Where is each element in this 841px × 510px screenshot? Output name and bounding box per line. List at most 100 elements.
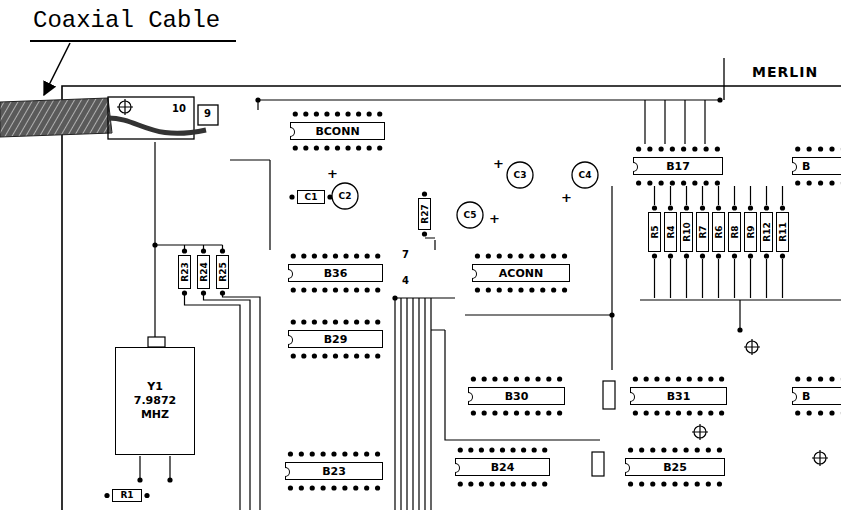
solder-pad	[365, 253, 370, 258]
solder-pad	[636, 180, 641, 185]
resistor-symbol: R1	[112, 489, 142, 502]
copper-trace	[670, 259, 671, 298]
resistor-symbol: R4	[664, 212, 677, 252]
solder-pad	[540, 287, 545, 292]
solder-pad	[780, 205, 785, 210]
solder-pad	[633, 410, 638, 415]
solder-pad	[546, 376, 551, 381]
solder-pad	[700, 253, 705, 258]
solder-pad	[458, 447, 463, 452]
capacitor-symbol: C3	[506, 161, 534, 189]
solder-pad	[535, 410, 540, 415]
solder-pad	[312, 319, 317, 324]
solder-pad	[829, 376, 834, 381]
solder-pad	[333, 287, 338, 292]
part-label: B30	[505, 391, 529, 402]
solder-pad	[345, 145, 350, 150]
solder-pad	[551, 287, 556, 292]
part-label: C3	[514, 171, 527, 180]
copper-trace	[782, 186, 783, 205]
solder-pad	[322, 353, 327, 358]
pin1-notch	[792, 162, 797, 172]
ic-chip: B29	[288, 330, 383, 348]
solder-pad	[829, 410, 834, 415]
solder-pad	[486, 287, 491, 292]
part-label: R12	[762, 222, 771, 241]
capacitor-symbol: C1	[297, 190, 325, 204]
cable-core	[108, 118, 206, 133]
solder-pad	[343, 287, 348, 292]
solder-pad	[365, 287, 370, 292]
crystal-label: Y1 7.9872 MHZ	[125, 380, 185, 421]
resistor-symbol: R27	[418, 198, 431, 230]
callout-label: Coaxial Cable	[33, 9, 220, 33]
solder-pad	[732, 253, 737, 258]
part-label: C1	[305, 193, 318, 202]
solder-pad	[503, 410, 508, 415]
polarity-mark: +	[327, 167, 338, 180]
solder-pad	[518, 253, 523, 258]
part-label: B23	[322, 466, 346, 477]
solder-pad	[807, 410, 812, 415]
solder-pad	[497, 253, 502, 258]
capacitor-symbol: C4	[571, 161, 599, 189]
copper-trace	[766, 186, 767, 205]
part-label: R1	[120, 491, 133, 500]
solder-pad	[670, 180, 675, 185]
solder-pad	[422, 191, 427, 196]
part-label: R8	[730, 225, 739, 238]
board-outline	[62, 86, 841, 510]
solder-pad	[716, 253, 721, 258]
coaxial-cable	[0, 98, 112, 137]
solder-pad	[312, 287, 317, 292]
solder-pad	[475, 253, 480, 258]
solder-pad	[795, 146, 800, 151]
copper-trace	[654, 259, 655, 298]
solder-pad	[668, 205, 673, 210]
solder-pad	[732, 205, 737, 210]
resistor-symbol: R5	[648, 212, 661, 252]
resistor-symbol: R9	[744, 212, 757, 252]
solder-pad	[687, 376, 692, 381]
solder-pad	[681, 146, 686, 151]
solder-pad	[829, 146, 834, 151]
ic-chip: B	[792, 387, 841, 405]
small-component	[592, 452, 604, 476]
solder-pad	[795, 410, 800, 415]
solder-pad	[676, 410, 681, 415]
solder-pad	[301, 287, 306, 292]
solder-pad	[692, 146, 697, 151]
solder-pad	[312, 253, 317, 258]
solder-pad	[201, 248, 206, 253]
solder-pad	[562, 253, 567, 258]
solder-pad	[807, 146, 812, 151]
ic-chip: B31	[630, 387, 727, 405]
ic-chip: B36	[288, 264, 383, 282]
part-label: R9	[746, 225, 755, 238]
mounting-hole	[117, 99, 828, 466]
solder-pad	[551, 253, 556, 258]
solder-pad	[220, 290, 225, 295]
pin1-notch	[792, 392, 797, 402]
solder-pad	[331, 485, 336, 490]
pin-number: 9	[204, 109, 211, 119]
solder-pad	[557, 376, 562, 381]
part-label: BCONN	[315, 126, 359, 137]
capacitor-outline	[507, 162, 533, 188]
solder-pad	[301, 319, 306, 324]
capacitor-symbol: C5	[456, 201, 484, 229]
solder-pad	[716, 205, 721, 210]
solder-pad	[354, 319, 359, 324]
capacitor-symbol: C2	[331, 182, 359, 210]
copper-trace	[718, 186, 719, 205]
crystal-oscillator: Y1 7.9872 MHZ	[115, 347, 195, 455]
solder-pad	[628, 481, 633, 486]
solder-pad	[654, 410, 659, 415]
copper-trace	[750, 186, 751, 205]
solder-pad	[353, 485, 358, 490]
resistor-symbol: R6	[712, 212, 725, 252]
solder-pad	[692, 180, 697, 185]
solder-pad	[807, 376, 812, 381]
solder-pad	[529, 287, 534, 292]
solder-pad	[650, 481, 655, 486]
